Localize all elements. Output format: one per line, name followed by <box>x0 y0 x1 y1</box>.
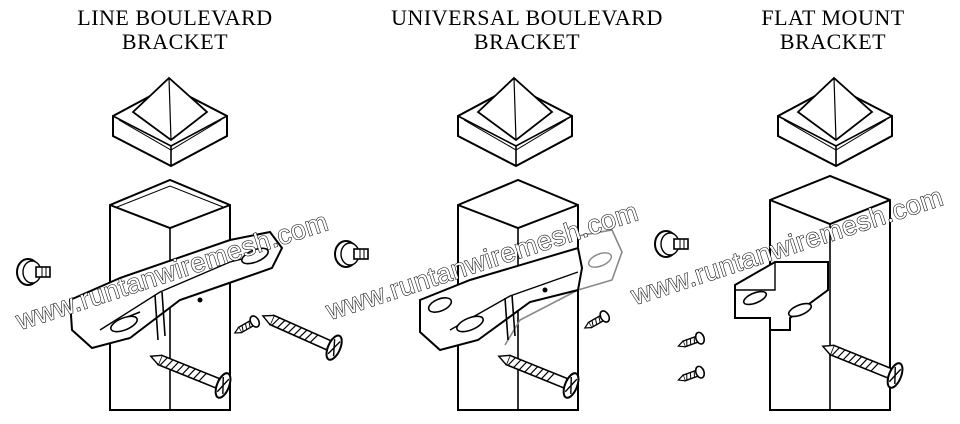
wood-screw-icon <box>675 364 707 387</box>
post-cap <box>112 77 228 167</box>
flat-mount-title: FLAT MOUNT BRACKET <box>738 6 928 54</box>
title-line-1: UNIVERSAL BOULEVARD <box>391 5 663 30</box>
title-line-1: FLAT MOUNT <box>761 5 905 30</box>
carriage-bolt-icon <box>654 230 689 258</box>
boulevard-bracket <box>68 230 284 350</box>
universal-bracket <box>419 246 584 352</box>
title-line-1: LINE BOULEVARD <box>77 5 273 30</box>
post-cap <box>777 77 893 167</box>
universal-boulevard-assembly <box>419 77 623 411</box>
wood-screw-icon <box>581 308 612 334</box>
square-post <box>769 174 891 411</box>
title-line-2: BRACKET <box>779 29 887 54</box>
wood-screw-icon <box>675 330 707 353</box>
line-boulevard-title: LINE BOULEVARD BRACKET <box>60 6 290 54</box>
flat-mount-bracket <box>734 261 829 331</box>
line-boulevard-assembly <box>16 77 369 411</box>
title-line-2: BRACKET <box>121 29 229 54</box>
post-cap <box>457 77 573 167</box>
universal-boulevard-title: UNIVERSAL BOULEVARD BRACKET <box>372 6 682 54</box>
carriage-bolt-icon <box>334 240 369 268</box>
flat-mount-assembly <box>654 77 907 411</box>
wood-screw-icon <box>231 313 262 339</box>
carriage-bolt-icon <box>16 258 51 286</box>
title-line-2: BRACKET <box>473 29 581 54</box>
